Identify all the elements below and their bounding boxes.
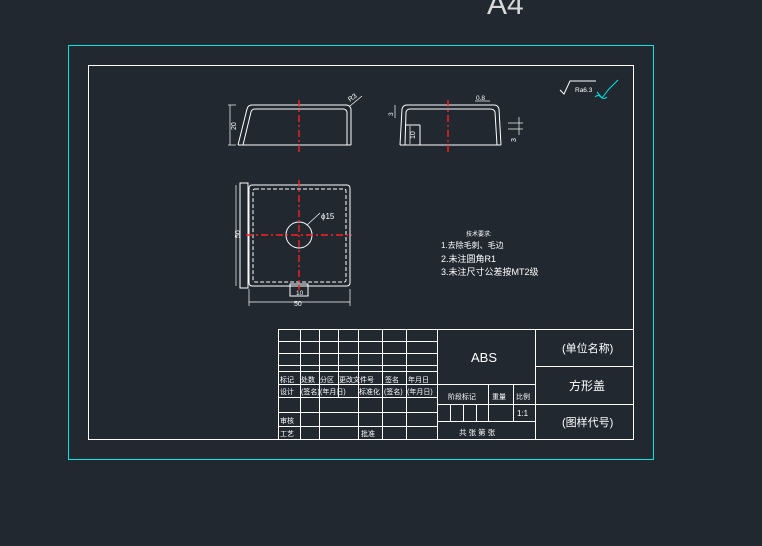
note-2: 2.未注圆角R1 [441, 253, 496, 264]
tb-design-1: (签名) [301, 387, 320, 396]
note-3: 3.未注尺寸公差按MT2级 [441, 266, 539, 277]
tb-part-name: 方形盖 [569, 378, 605, 393]
tb-design-2: (年月日) [320, 387, 346, 396]
front-radius-dim: R3 [347, 93, 358, 104]
tb-process: 工艺 [280, 430, 294, 438]
note-1: 1.去除毛刺、毛边 [441, 240, 504, 250]
side-flange-dim: 0.8 [476, 95, 485, 102]
slot-width-dim: 10 [296, 290, 304, 297]
tb-scale-label: 比例 [516, 392, 530, 401]
title-block: 标记 处数 分区 更改文件号 签名 年月日 设计 (签名) (年月日) 标准化 … [278, 329, 634, 440]
notes-title: 技术要求: [466, 230, 492, 238]
tb-material: ABS [471, 350, 497, 365]
top-view: ϕ15 50 10 50 [235, 180, 352, 308]
hole-diameter-dim: ϕ15 [321, 212, 335, 221]
tb-header-1: 处数 [301, 375, 315, 384]
tb-approve: 批准 [361, 429, 375, 438]
side-depth-dim: 10 [410, 131, 417, 139]
tb-sheet-info: 共 张 第 张 [459, 427, 496, 437]
tb-stage-label: 阶段标记 [448, 392, 476, 401]
tb-header-4: 签名 [385, 375, 399, 384]
tb-design-4: (签名) [384, 387, 403, 396]
side-wall-dim: 3 [388, 112, 395, 116]
tb-scale-value: 1:1 [517, 409, 529, 418]
tb-header-5: 年月日 [408, 375, 429, 384]
roughness-value: Ra6.3 [575, 87, 593, 94]
tb-company: (单位名称) [562, 341, 613, 355]
tb-weight-label: 重量 [492, 393, 506, 401]
side-thickness-dim: 3 [511, 138, 518, 142]
tb-drawing-no: (图样代号) [562, 415, 613, 429]
side-view: 3 0.8 10 3 [388, 95, 523, 152]
technical-notes: 技术要求: 1.去除毛刺、毛边 2.未注圆角R1 3.未注尺寸公差按MT2级 [441, 230, 539, 277]
top-bottom-dim: 50 [294, 301, 302, 308]
outer-border [68, 45, 654, 460]
tb-header-0: 标记 [280, 375, 294, 384]
tb-design-0: 设计 [280, 387, 294, 396]
tb-design-3: 标准化 [359, 387, 380, 396]
front-height-dim: 20 [231, 122, 238, 130]
top-side-dim: 50 [235, 230, 242, 238]
roughness-symbol: Ra6.3 [559, 79, 619, 99]
tb-header-2: 分区 [320, 375, 334, 384]
front-view: 20 R3 [228, 93, 363, 152]
tb-review: 审核 [280, 416, 294, 425]
tb-design-5: (年月日) [407, 387, 433, 396]
tb-header-3: 更改文件号 [339, 375, 374, 384]
sheet-size-label: A4 [487, 0, 524, 21]
